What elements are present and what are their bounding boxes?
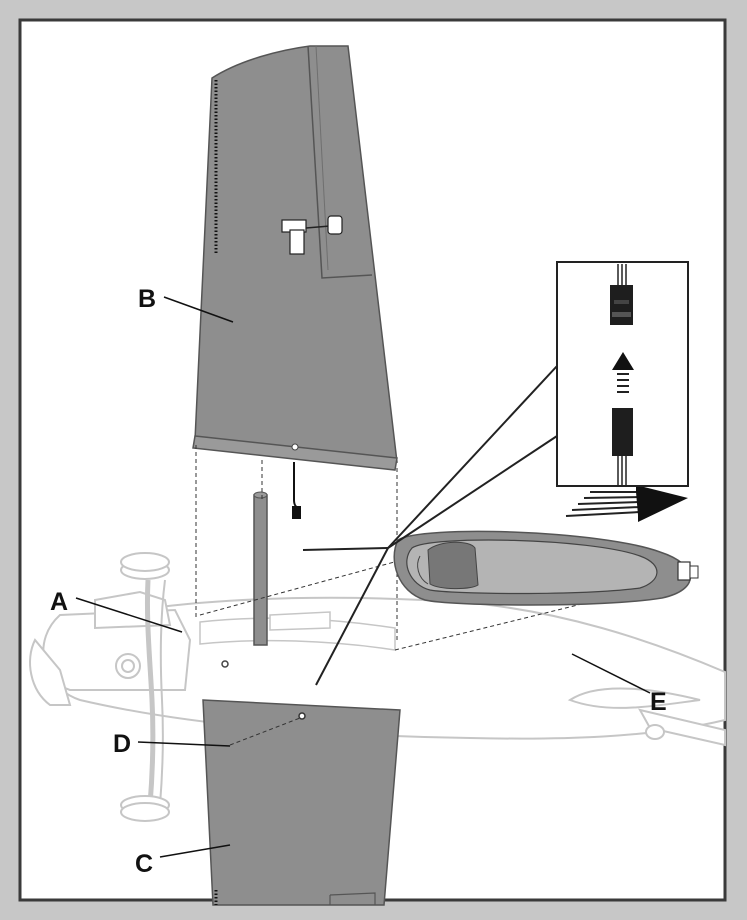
callout-d: D [113,730,231,758]
callout-b: B [138,285,234,323]
label-a: A [50,588,68,616]
callout-e: E [571,653,667,716]
label-e: E [650,688,667,716]
connector-detail-inset [302,261,689,686]
label-b: B [138,285,156,313]
part-e-hatch [393,530,699,606]
wing-tube [253,494,268,646]
screw-d-top [221,660,229,668]
callout-a: A [50,588,183,633]
insert-arrow [565,485,688,522]
callout-c: C [135,844,231,878]
label-c: C [135,850,153,878]
label-d: D [113,730,131,758]
part-c-wing-bottom [202,699,401,906]
part-b-wing-top [192,45,398,519]
